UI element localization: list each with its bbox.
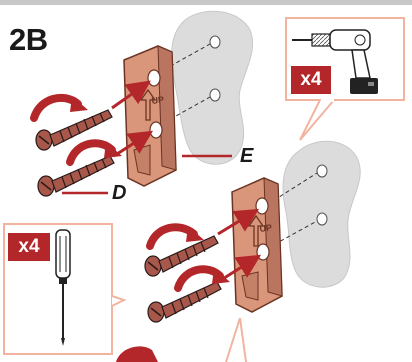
wall-piece-icon bbox=[267, 140, 361, 288]
drill-quantity-badge: x4 bbox=[291, 66, 331, 94]
screw-icon bbox=[35, 109, 113, 151]
screw-label: D bbox=[112, 182, 127, 204]
rotation-arrow-icon bbox=[30, 93, 88, 122]
screwdriver-icon bbox=[55, 229, 71, 346]
next-step-marker bbox=[116, 346, 158, 362]
bracket-icon: UP bbox=[231, 177, 283, 313]
drill-icon bbox=[292, 29, 378, 94]
rotation-arrow-icon bbox=[146, 223, 204, 250]
svg-text:UP: UP bbox=[151, 94, 165, 106]
callout-pointer bbox=[239, 317, 247, 362]
top-divider bbox=[0, 0, 412, 5]
step-number: 2B bbox=[9, 22, 48, 57]
insert-arrow-icon bbox=[111, 80, 262, 282]
screw-icon bbox=[144, 235, 219, 277]
rotation-arrow-icon bbox=[174, 265, 230, 292]
screw-icon bbox=[37, 155, 115, 197]
rotation-arrow-icon bbox=[66, 139, 122, 166]
screwdriver-quantity-badge: x4 bbox=[8, 233, 50, 261]
svg-text:UP: UP bbox=[259, 222, 273, 234]
callout-pointer bbox=[225, 317, 241, 362]
bracket-icon: UP bbox=[123, 45, 177, 187]
screw-icon bbox=[147, 281, 222, 323]
bracket-label: E bbox=[240, 145, 254, 167]
